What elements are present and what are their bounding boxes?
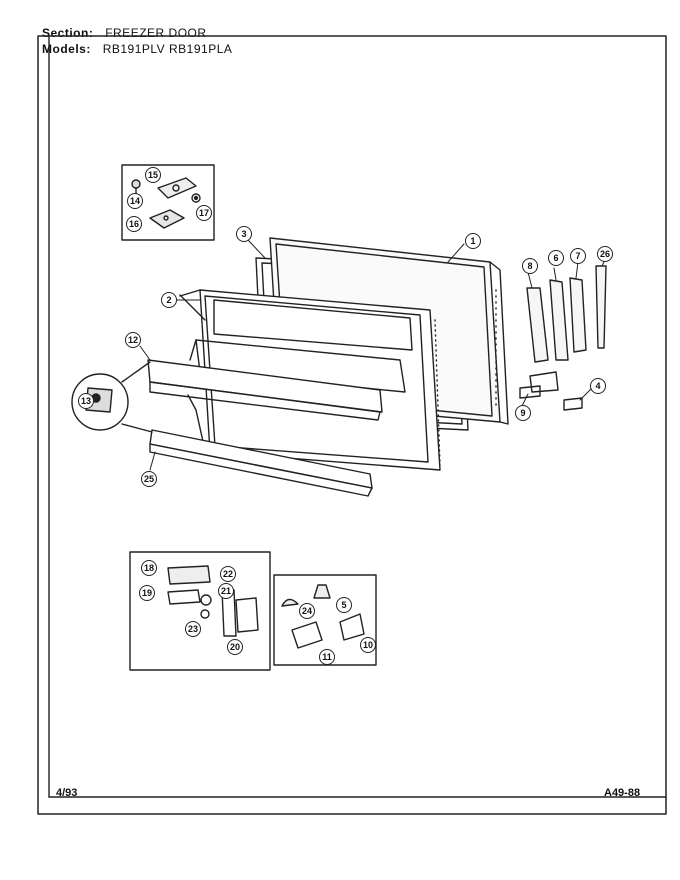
callout-11: 11 xyxy=(319,649,335,665)
callout-25: 25 xyxy=(141,471,157,487)
door-shelf-12 xyxy=(147,359,383,421)
callout-7: 7 xyxy=(570,248,586,264)
door-liner-2 xyxy=(179,289,441,471)
hinge-top-parts xyxy=(131,177,201,229)
callout-10: 10 xyxy=(360,637,376,653)
callout-15: 15 xyxy=(145,167,161,183)
inset-covers xyxy=(273,574,377,666)
detail-circle-13 xyxy=(71,361,153,433)
callout-4: 4 xyxy=(590,378,606,394)
footer-date: 4/93 xyxy=(56,787,78,799)
callout-19: 19 xyxy=(139,585,155,601)
callout-13: 13 xyxy=(78,393,94,409)
callout-22: 22 xyxy=(220,566,236,582)
callout-14: 14 xyxy=(127,193,143,209)
callout-20: 20 xyxy=(227,639,243,655)
callout-23: 23 xyxy=(185,621,201,637)
models-line: Models: RB191PLV RB191PLA xyxy=(42,42,232,56)
cover-parts xyxy=(281,584,365,649)
inset-hinge-top xyxy=(121,164,215,241)
callout-8: 8 xyxy=(522,258,538,274)
callout-12: 12 xyxy=(125,332,141,348)
callout-5: 5 xyxy=(336,597,352,613)
callout-16: 16 xyxy=(126,216,142,232)
door-rail-25 xyxy=(149,429,373,497)
callout-1: 1 xyxy=(465,233,481,249)
models-value: RB191PLV RB191PLA xyxy=(102,42,233,56)
callout-26: 26 xyxy=(597,246,613,262)
callout-3: 3 xyxy=(236,226,252,242)
page-frame xyxy=(37,35,667,815)
callout-21: 21 xyxy=(218,583,234,599)
callout-9: 9 xyxy=(515,405,531,421)
models-label: Models: xyxy=(42,42,91,56)
callout-18: 18 xyxy=(141,560,157,576)
footer-code: A49-88 xyxy=(604,787,641,799)
hinge-brackets xyxy=(519,265,607,411)
callout-17: 17 xyxy=(196,205,212,221)
callout-24: 24 xyxy=(299,603,315,619)
hinge-bottom-parts xyxy=(167,565,259,637)
callout-2: 2 xyxy=(161,292,177,308)
callout-6: 6 xyxy=(548,250,564,266)
inset-hinge-bottom xyxy=(129,551,271,671)
